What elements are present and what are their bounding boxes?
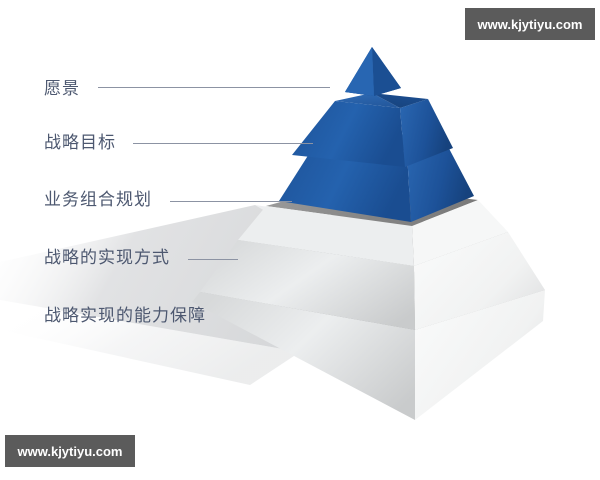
tier-label-business-portfolio-plan: 业务组合规划 — [44, 190, 152, 209]
leader-line-3 — [170, 201, 292, 202]
tier-label-vision: 愿景 — [44, 79, 80, 98]
leader-line-4 — [188, 259, 238, 260]
tier-label-strategy-realization-method: 战略的实现方式 — [44, 248, 170, 267]
leader-line-1 — [98, 87, 330, 88]
pyramid-tier-1-apex — [345, 47, 401, 96]
tier-label-capability-assurance: 战略实现的能力保障 — [44, 306, 206, 325]
pyramid-tier-2 — [292, 93, 453, 167]
watermark-top-right: www.kjytiyu.com — [465, 8, 595, 40]
watermark-bottom-left: www.kjytiyu.com — [5, 435, 135, 467]
tier-label-strategic-goal: 战略目标 — [44, 133, 116, 152]
leader-line-2 — [133, 143, 313, 144]
